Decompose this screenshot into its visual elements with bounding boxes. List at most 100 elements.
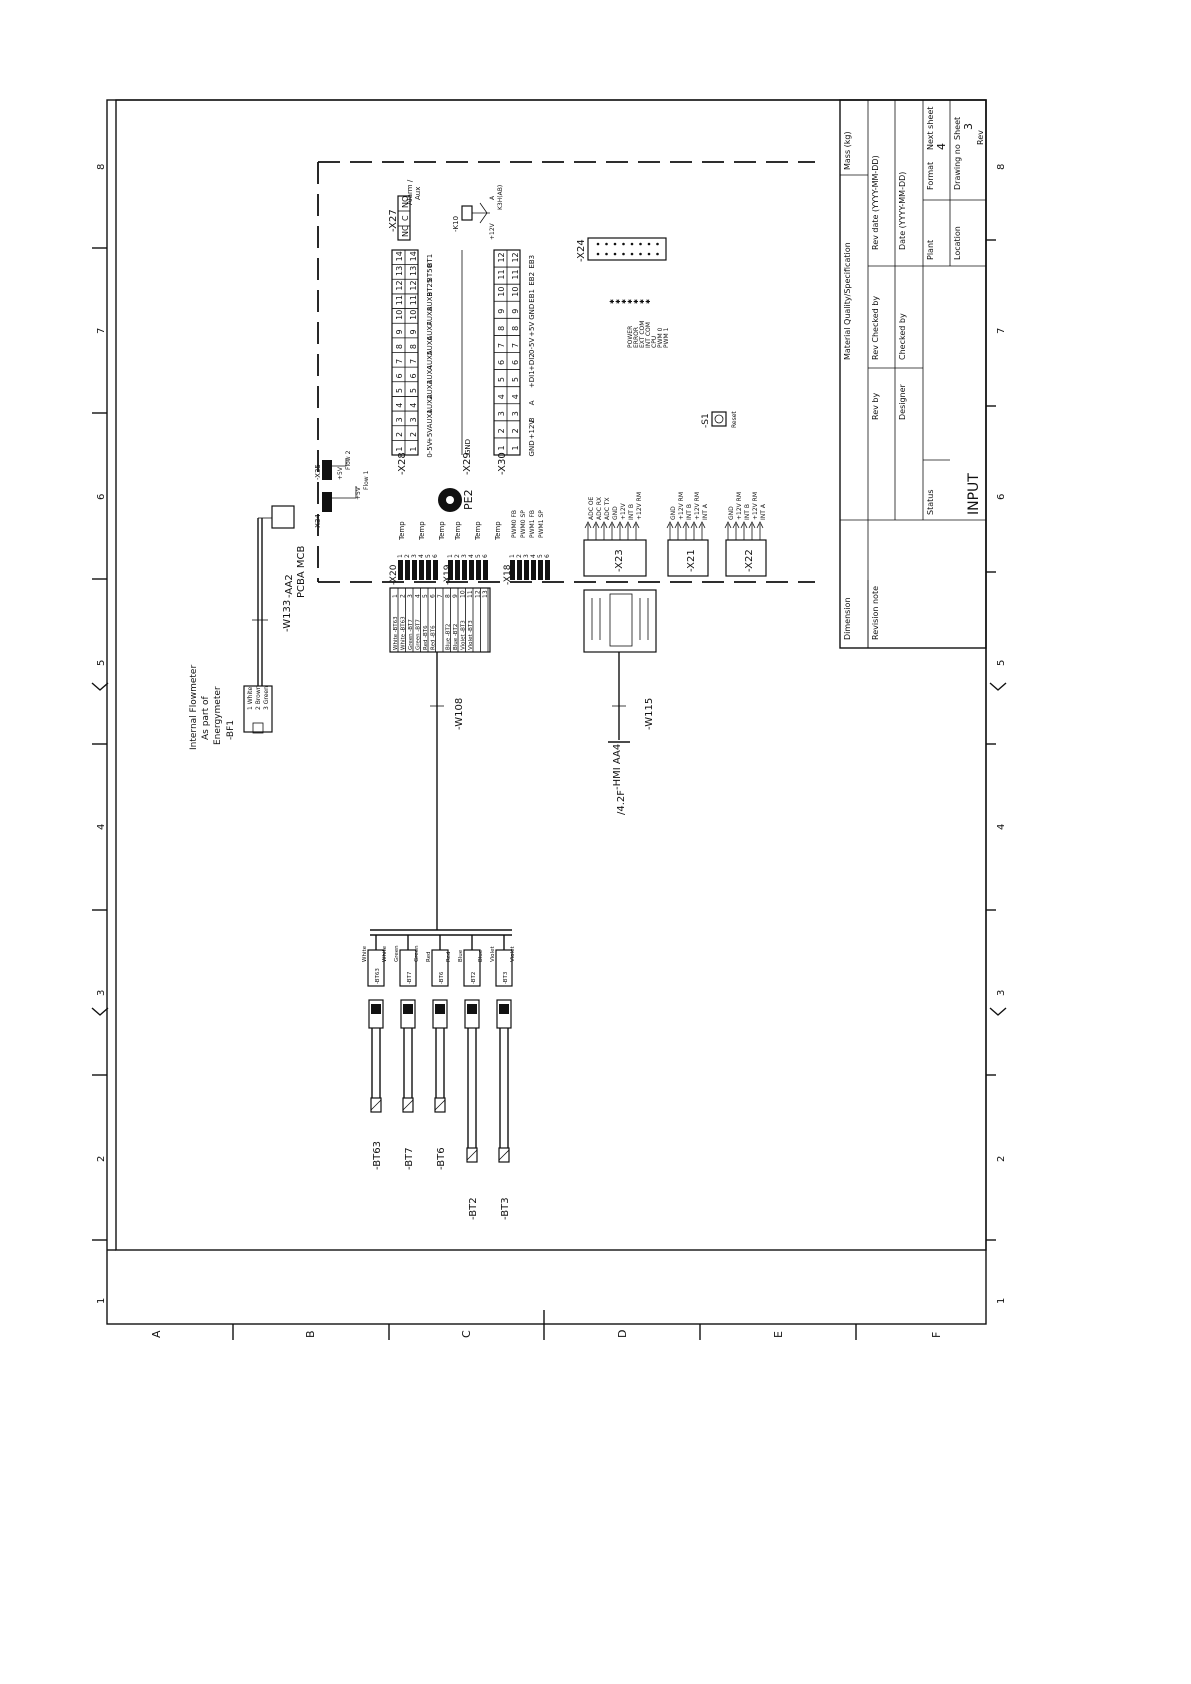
reset-switch-name: -S1 — [701, 413, 711, 428]
grid-ticks-left — [92, 247, 107, 1241]
relay-k10: -K10 A K3H(AB) +12V — [452, 185, 504, 240]
x22-pin-label-4: INT A — [760, 503, 767, 520]
tb-status: Status — [926, 490, 935, 516]
flowmeter-wire3: 3 Green — [263, 686, 270, 710]
x30-pin2-5: 5 — [511, 377, 520, 382]
board-sub: PCBA MCB — [296, 545, 307, 598]
x21-pin-label-0: GND — [670, 506, 677, 520]
x28-pin-6: 6 — [395, 373, 404, 378]
w115-label: -W115 — [644, 698, 655, 730]
x34-flow: Flow 1 — [363, 470, 370, 490]
x19-pin-1: 1 — [447, 554, 454, 558]
col-label-C: C — [460, 1330, 473, 1338]
x30-pin-1: 1 — [497, 445, 506, 450]
wire-row-label-8: Blue -BT2 — [446, 624, 452, 650]
x30-pin2-7: 7 — [511, 343, 520, 348]
tb-rev-date: Rev date (YYYY-MM-DD) — [871, 155, 880, 250]
tb-checked: Checked by — [898, 313, 907, 360]
wire-row-label-2: White -BT63 — [401, 616, 407, 650]
x30-pin2-8: 8 — [511, 326, 520, 331]
x30-pin-2: 2 — [497, 428, 506, 433]
x28-pin-1: 1 — [395, 447, 404, 452]
tb-plant: Plant — [926, 240, 935, 260]
x30-label-1: +12V — [528, 420, 536, 440]
connector-x24: -X24 — [576, 237, 667, 262]
wire-row-num-8: 8 — [445, 594, 452, 598]
x30-pin2-12: 12 — [511, 252, 520, 262]
x23-pin-label-4: +12V — [620, 502, 627, 520]
hmi-label: -HMI AA4 — [612, 744, 623, 790]
x30-label-4: +DI1 — [528, 370, 536, 388]
x28-pin-7: 7 — [395, 359, 404, 364]
x18-pin-2: 2 — [516, 554, 523, 558]
x30-pin-8: 8 — [497, 326, 506, 331]
x18-label-3: PWM1 SP — [538, 510, 545, 538]
x21-pin-label-4: INT A — [702, 503, 709, 520]
row-label-left-3: 3 — [96, 990, 107, 996]
x34-5v: +5V — [355, 486, 362, 500]
reset-switch-label: Reset — [731, 411, 738, 428]
cable-w133: -W133 — [252, 505, 295, 686]
x30-label-0: GND — [528, 440, 536, 456]
led-star-4: ✱ — [633, 299, 640, 304]
x30-pin-12: 12 — [497, 252, 506, 262]
x28-label-12: BT50 — [426, 264, 434, 282]
x28-label-8: AUX7 — [426, 321, 434, 340]
x28-label-7: AUX6 — [426, 335, 434, 355]
pe2-label: PE2 — [462, 489, 475, 510]
x23-pin-label-2: ADC TX — [604, 497, 611, 520]
wire-row-num-1: 1 — [392, 594, 399, 598]
x27-name: -X27 — [388, 209, 399, 232]
row-label-left-5: 5 — [96, 660, 107, 666]
x28-pin2-8: 8 — [409, 344, 418, 349]
x30-pin-4: 4 — [497, 394, 506, 399]
row-label-right-4: 4 — [996, 824, 1007, 830]
x27-pin-no: NO — [401, 196, 410, 208]
x30-pin-6: 6 — [497, 360, 506, 365]
tb-sheet-label: Sheet — [953, 117, 962, 140]
x28-label-10: AUX9 — [426, 292, 434, 311]
x22-pin-label-3: +12V RM — [752, 492, 759, 520]
reset-switch: -S1 Reset — [701, 411, 738, 428]
x28-label-11: BT25 — [426, 279, 434, 297]
x28-pin2-12: 12 — [409, 280, 418, 290]
wire-row-label-5: Red -BT6 — [423, 625, 429, 650]
x28-pin-5: 5 — [395, 388, 404, 393]
x23-pin-label-1: ADC RX — [596, 497, 603, 520]
x19-pin-4: 4 — [468, 554, 475, 558]
connector-x34-x35: -X35 -X34 +5V Flow 2 +5V Flow 1 — [314, 450, 370, 530]
x30-label-3: A — [528, 400, 536, 405]
x18-pin-3: 3 — [523, 554, 530, 558]
sensor-wire2-1: Green — [414, 945, 420, 962]
x28-pin2-7: 7 — [409, 359, 418, 364]
reset-button — [711, 411, 727, 427]
x35-name: -X35 — [314, 464, 322, 480]
x35-5v: +5V — [337, 466, 344, 480]
x18-name: -X18 — [503, 564, 513, 585]
led-label-2: EXT COM — [639, 321, 646, 348]
tb-mass: Mass (kg) — [843, 131, 852, 170]
x28-pin-11: 11 — [395, 295, 404, 305]
tb-location: Location — [953, 226, 962, 260]
sensor-wire2-4: Violet — [510, 946, 516, 962]
wire-row-label-9: Blue -BT2 — [453, 624, 459, 650]
wire-row-num-7: 7 — [437, 594, 444, 598]
x27-pin-nc: NC — [401, 225, 410, 237]
x28-label-1: +5V — [426, 428, 434, 443]
temp-label-5: Temp — [494, 521, 502, 541]
k10-12v: +12V — [489, 222, 496, 240]
wire-row-num-10: 10 — [460, 590, 467, 598]
x18-pin-4: 4 — [530, 554, 537, 558]
x28-pin2-5: 5 — [409, 388, 418, 393]
x19-pin-3: 3 — [461, 554, 468, 558]
x20-pin-6: 6 — [432, 554, 439, 558]
x30-pin2-11: 11 — [511, 269, 520, 279]
x30-label-6: 0-5V — [528, 338, 536, 354]
sensor-wire1-2: Red — [426, 952, 432, 962]
x20-pin-4: 4 — [418, 554, 425, 558]
wire-row-label-4: Green -BT7 — [416, 619, 422, 650]
row-label-right-8: 8 — [996, 164, 1007, 170]
